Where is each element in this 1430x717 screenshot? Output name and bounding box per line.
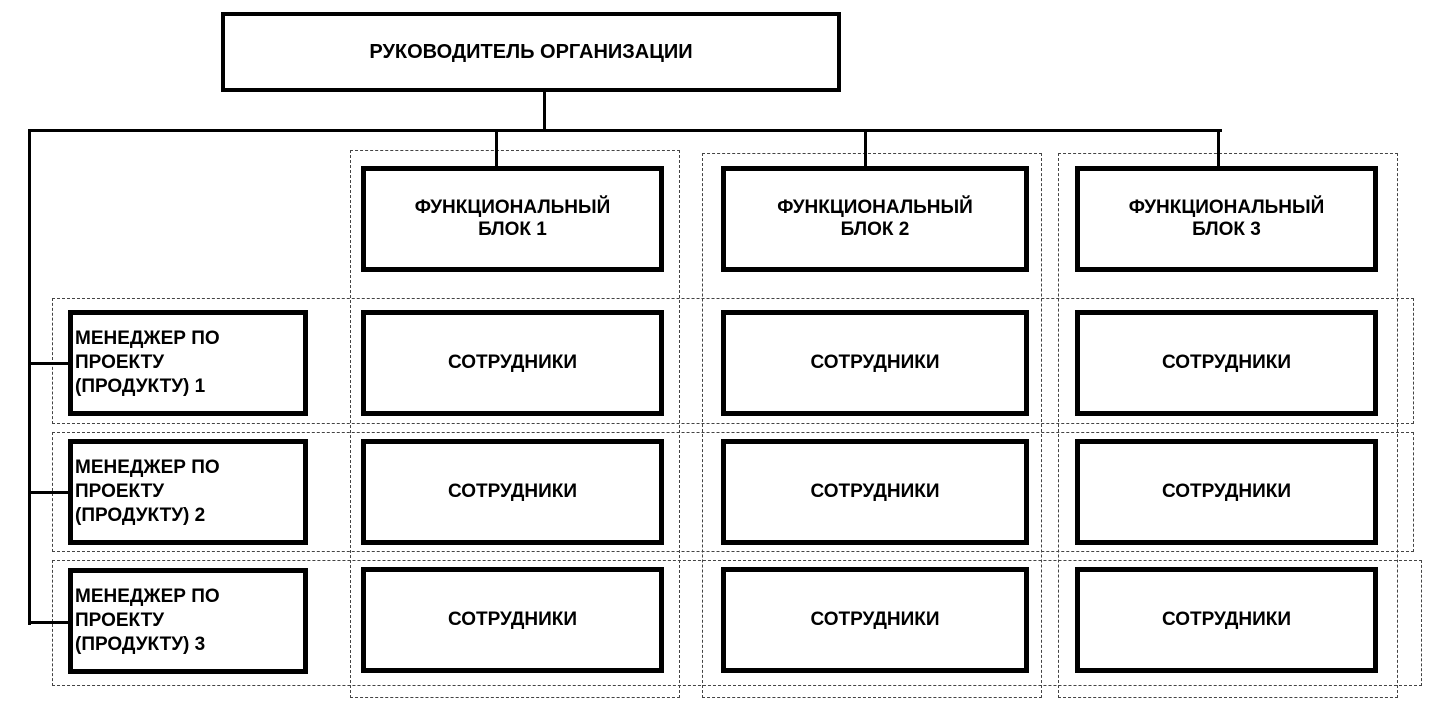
employees-label: СОТРУДНИКИ [810, 352, 940, 373]
employees-p1-b2: СОТРУДНИКИ [721, 310, 1029, 416]
functional-block-3-label: ФУНКЦИОНАЛЬНЫЙ БЛОК 3 [1128, 197, 1325, 240]
employees-p3-b3: СОТРУДНИКИ [1075, 567, 1378, 673]
employees-label: СОТРУДНИКИ [447, 481, 578, 502]
employees-p1-b3: СОТРУДНИКИ [1075, 310, 1378, 416]
employees-label: СОТРУДНИКИ [1161, 481, 1292, 502]
manager-3-label: МЕНЕДЖЕР ПО ПРОЕКТУ (ПРОДУКТУ) 3 [75, 586, 220, 655]
manager-1-label: МЕНЕДЖЕР ПО ПРОЕКТУ (ПРОДУКТУ) 1 [75, 328, 220, 397]
employees-p2-b3: СОТРУДНИКИ [1075, 439, 1378, 545]
functional-block-2: ФУНКЦИОНАЛЬНЫЙ БЛОК 2 [721, 166, 1029, 272]
manager-2-label: МЕНЕДЖЕР ПО ПРОЕКТУ (ПРОДУКТУ) 2 [75, 457, 220, 526]
manager-3-connector [28, 621, 72, 624]
horizontal-bus-connector [28, 129, 1222, 132]
block-2-connector [864, 129, 867, 167]
head-down-connector [543, 92, 546, 132]
block-1-connector [495, 129, 498, 167]
employees-label: СОТРУДНИКИ [1161, 609, 1292, 630]
employees-p3-b1: СОТРУДНИКИ [361, 567, 664, 673]
column-group-block-3 [1058, 153, 1398, 698]
left-vertical-connector [28, 129, 31, 625]
head-label: РУКОВОДИТЕЛЬ ОРГАНИЗАЦИИ [369, 41, 693, 63]
employees-p1-b1: СОТРУДНИКИ [361, 310, 664, 416]
employees-label: СОТРУДНИКИ [447, 609, 578, 630]
manager-1-connector [28, 362, 72, 365]
block-3-connector [1217, 129, 1220, 167]
manager-2-connector [28, 491, 72, 494]
functional-block-2-label: ФУНКЦИОНАЛЬНЫЙ БЛОК 2 [777, 197, 973, 240]
employees-p2-b1: СОТРУДНИКИ [361, 439, 664, 545]
row-group-project-1 [52, 298, 1414, 424]
functional-block-1: ФУНКЦИОНАЛЬНЫЙ БЛОК 1 [361, 166, 664, 272]
column-group-block-1 [350, 150, 680, 698]
employees-label: СОТРУДНИКИ [810, 481, 940, 502]
employees-label: СОТРУДНИКИ [447, 352, 578, 373]
employees-p2-b2: СОТРУДНИКИ [721, 439, 1029, 545]
employees-label: СОТРУДНИКИ [1161, 352, 1292, 373]
column-group-block-2 [702, 153, 1042, 698]
manager-3: МЕНЕДЖЕР ПО ПРОЕКТУ (ПРОДУКТУ) 3 [68, 568, 308, 674]
head-box: РУКОВОДИТЕЛЬ ОРГАНИЗАЦИИ [221, 12, 841, 92]
manager-2: МЕНЕДЖЕР ПО ПРОЕКТУ (ПРОДУКТУ) 2 [68, 439, 308, 545]
employees-label: СОТРУДНИКИ [810, 609, 940, 630]
employees-p3-b2: СОТРУДНИКИ [721, 567, 1029, 673]
functional-block-1-label: ФУНКЦИОНАЛЬНЫЙ БЛОК 1 [414, 197, 611, 240]
manager-1: МЕНЕДЖЕР ПО ПРОЕКТУ (ПРОДУКТУ) 1 [68, 310, 308, 416]
functional-block-3: ФУНКЦИОНАЛЬНЫЙ БЛОК 3 [1075, 166, 1378, 272]
